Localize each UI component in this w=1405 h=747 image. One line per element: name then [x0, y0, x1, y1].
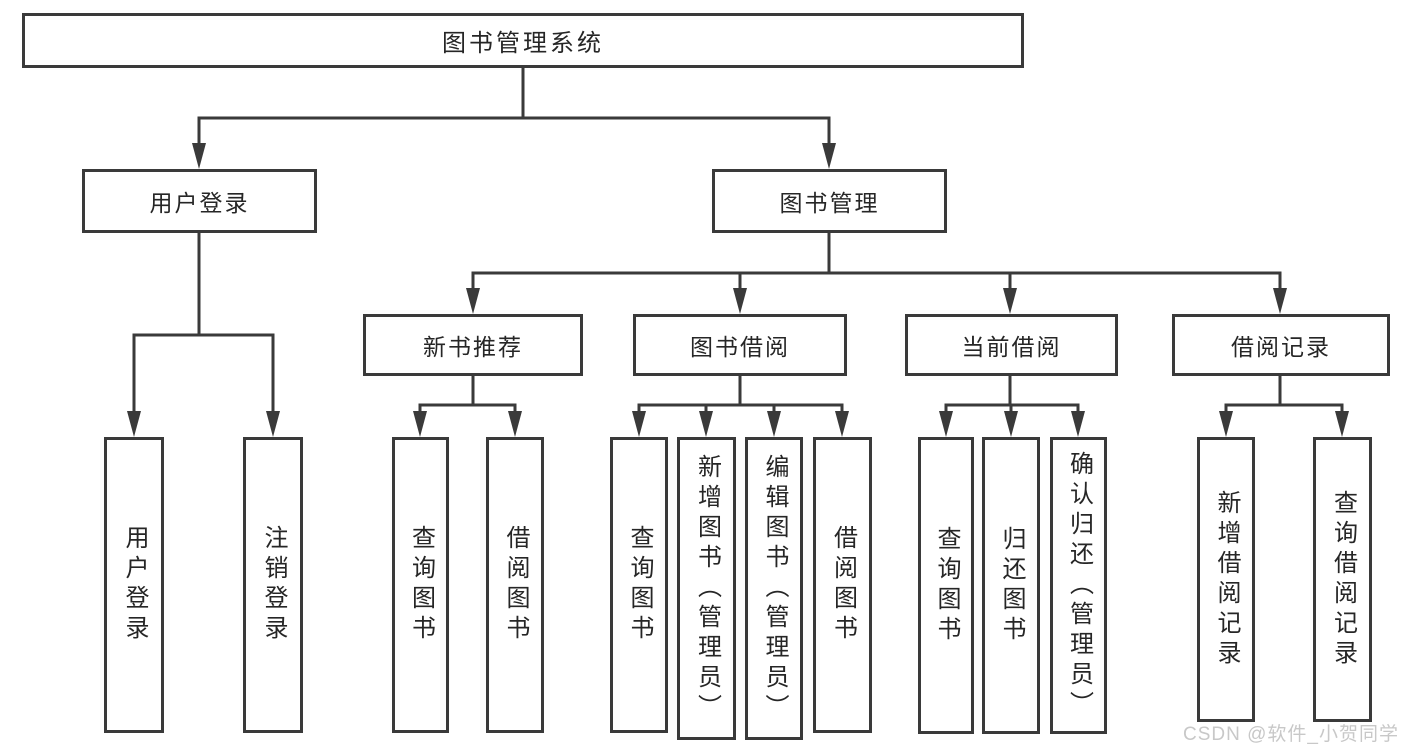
leaf-return-books: 归还图书 [982, 437, 1040, 734]
leaf-query-books: 查询图书 [610, 437, 668, 733]
leaf-add-books-admin: 新增图书（管理员） [677, 437, 736, 740]
node-book-borrow: 图书借阅 [633, 314, 847, 376]
leaf-edit-books-admin: 编辑图书（管理员） [745, 437, 803, 740]
csdn-watermark: CSDN @软件_小贺同学 [1183, 724, 1399, 745]
node-book-management: 图书管理 [712, 169, 947, 233]
leaf-borrow-books: 借阅图书 [486, 437, 544, 733]
node-library-management-system: 图书管理系统 [22, 13, 1024, 68]
leaf-query-books: 查询图书 [392, 437, 449, 733]
leaf-confirm-return-admin: 确认归还（管理员） [1050, 437, 1107, 734]
node-borrow-record: 借阅记录 [1172, 314, 1390, 376]
node-new-book-recommend: 新书推荐 [363, 314, 583, 376]
node-user-login: 用户登录 [82, 169, 317, 233]
leaf-logout: 注销登录 [243, 437, 303, 733]
leaf-add-borrow-record: 新增借阅记录 [1197, 437, 1255, 722]
leaf-query-books: 查询图书 [918, 437, 974, 734]
leaf-user-login: 用户登录 [104, 437, 164, 733]
node-current-borrow: 当前借阅 [905, 314, 1118, 376]
leaf-query-borrow-record: 查询借阅记录 [1313, 437, 1372, 722]
leaf-borrow-books: 借阅图书 [813, 437, 872, 733]
